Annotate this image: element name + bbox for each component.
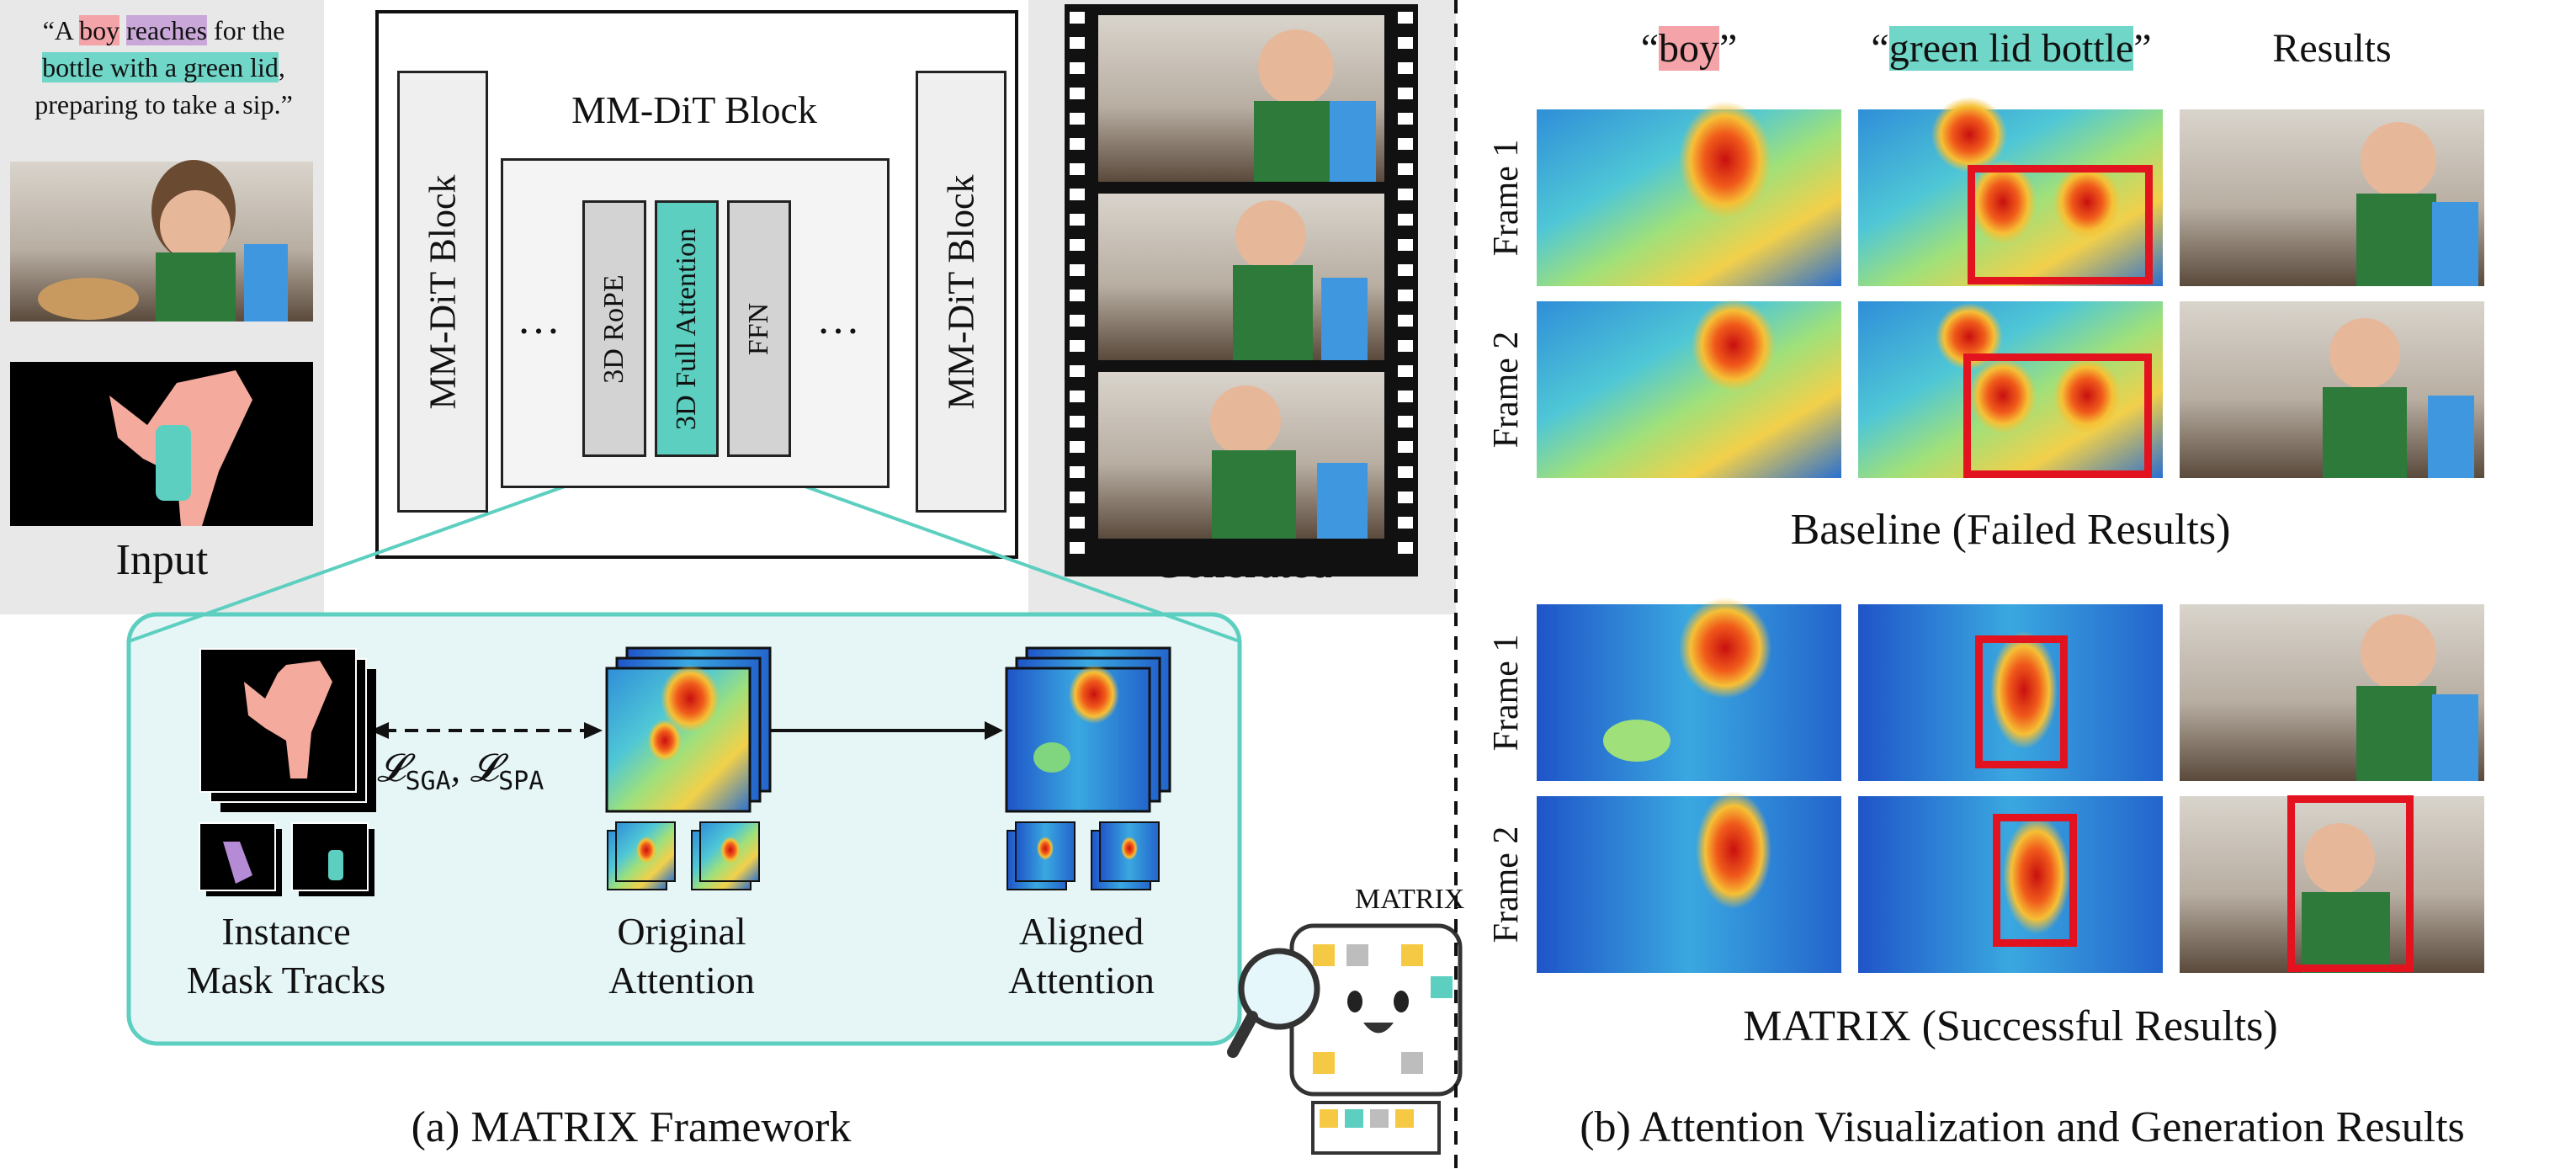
outer-right-mmdit-block: MM-DiT Block	[916, 71, 1006, 513]
highlight-reaches: reaches	[126, 15, 208, 45]
ffn-block: FFN	[727, 200, 791, 457]
highlight-bottle: bottle with a green lid	[42, 52, 279, 82]
full-attention-block: 3D Full Attention	[655, 200, 719, 457]
highlight-boy: boy	[79, 15, 120, 45]
matrix-result-box	[2287, 795, 2414, 972]
input-caption: “A boy reaches for the bottle with a gre…	[35, 15, 293, 120]
matrix-frame1-box	[1975, 635, 2068, 768]
baseline-frame2-label: Frame 2	[1487, 331, 1526, 449]
matrix-frame1-label: Frame 1	[1487, 634, 1526, 752]
caption-a: (a) MATRIX Framework	[411, 1103, 852, 1151]
baseline-title: Baseline (Failed Results)	[1790, 506, 2231, 554]
baseline-frame2-box	[1963, 353, 2152, 478]
ellipsis-right: …	[816, 295, 860, 343]
outer-left-mmdit-block: MM-DiT Block	[397, 71, 488, 513]
col-header-boy: “boy”	[1640, 26, 1738, 71]
loss-label: 𝓛SGA, 𝓛SPA	[377, 747, 544, 797]
baseline-frame1-box	[1968, 165, 2153, 284]
input-label: Input	[115, 536, 209, 584]
rope-block: 3D RoPE	[582, 200, 646, 457]
ellipsis-left: …	[517, 295, 560, 343]
matrix-title: MATRIX (Successful Results)	[1743, 1002, 2278, 1050]
generated-label: Generated	[1152, 539, 1332, 587]
baseline-frame1-label: Frame 1	[1487, 139, 1526, 257]
caption-b: (b) Attention Visualization and Generati…	[1580, 1103, 2465, 1151]
matrix-frame2-label: Frame 2	[1487, 826, 1526, 943]
matrix-frame2-box	[1993, 814, 2077, 947]
inner-block-title: MM-DiT Block	[571, 88, 817, 131]
col-header-bottle: “green lid bottle”	[1871, 26, 2152, 71]
col-header-results: Results	[2272, 26, 2392, 71]
mascot-label: MATRIX	[1355, 884, 1465, 915]
